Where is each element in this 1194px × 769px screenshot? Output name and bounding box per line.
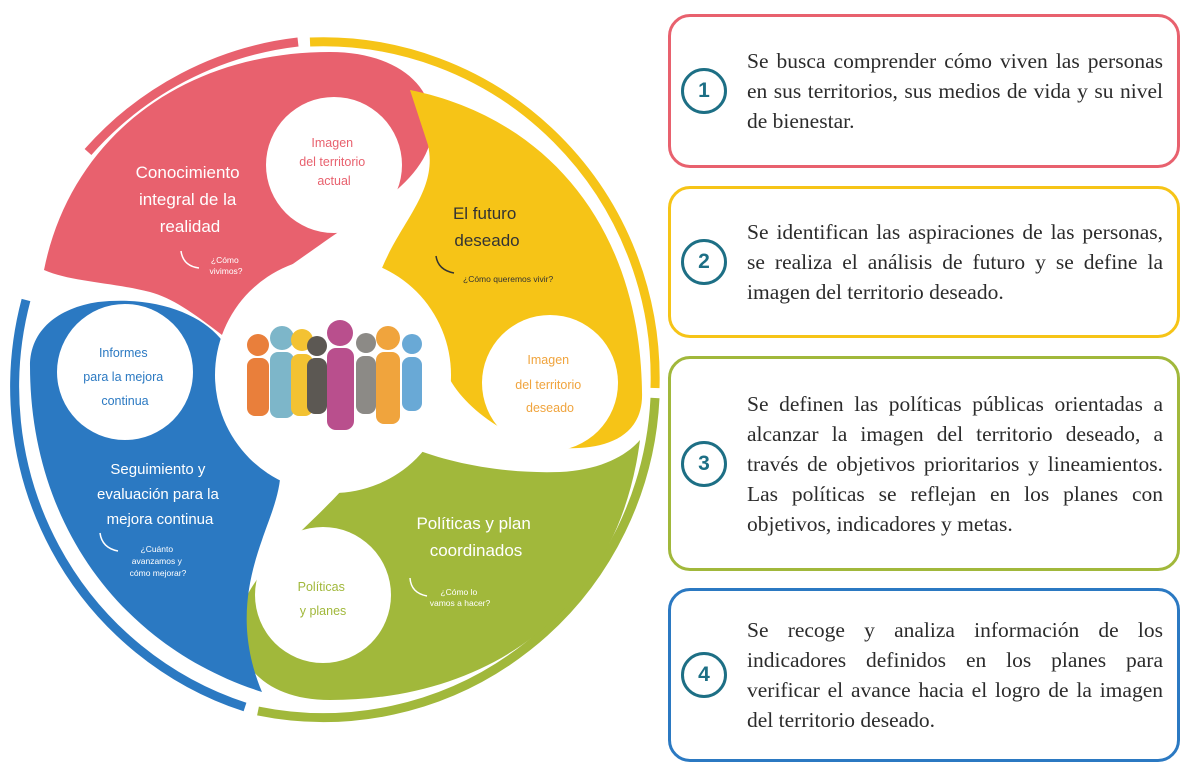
blue-circle-line: Informes (99, 346, 148, 360)
yellow-inner-circle (482, 315, 618, 451)
step-box-2: 2 Se identifican las aspiraciones de las… (668, 186, 1180, 338)
step-number-badge: 4 (681, 652, 727, 698)
green-question: ¿Cómo lo vamos a hacer? (430, 587, 491, 608)
yellow-question-line: ¿Cómo queremos vivir? (463, 274, 553, 284)
outer-ring-blue-arc (10, 298, 247, 712)
green-question-arrow (409, 577, 428, 597)
green-title-line: Políticas y plan (416, 514, 530, 533)
blue-inner-circle (57, 304, 193, 440)
step-box-4: 4 Se recoge y analiza información de los… (668, 588, 1180, 762)
yellow-circle-label: Imagen del territorio deseado (515, 353, 584, 415)
red-title-line: Conocimiento (136, 163, 240, 182)
yellow-section-title: El futuro deseado (453, 204, 521, 250)
red-question: ¿Cómo vivimos? (209, 255, 242, 276)
red-circle-line: actual (317, 174, 350, 188)
outer-ring-yellow-arc (309, 37, 660, 389)
blue-circle-label: Informes para la mejora continua (83, 346, 166, 408)
green-question-line: vamos a hacer? (430, 598, 491, 608)
blue-section-title: Seguimiento y evaluación para la mejora … (97, 461, 223, 528)
red-circle-line: Imagen (311, 136, 353, 150)
red-inner-circle (266, 97, 402, 233)
yellow-question: ¿Cómo queremos vivir? (463, 274, 553, 284)
blue-question-arrow (99, 532, 119, 552)
green-circle-label: Políticas y planes (298, 580, 349, 618)
blue-question-line: avanzamos y (132, 556, 183, 566)
step-description: Se identifican las aspiraciones de las p… (747, 220, 1163, 304)
red-question-line: vivimos? (209, 266, 242, 276)
blue-question-line: cómo mejorar? (130, 568, 187, 578)
blue-circle-line: para la mejora (83, 370, 163, 384)
green-question-line: ¿Cómo lo (440, 587, 477, 597)
red-section-title: Conocimiento integral de la realidad (136, 163, 245, 236)
outer-ring (10, 37, 660, 723)
step-box-3: 3 Se definen las políticas públicas orie… (668, 356, 1180, 571)
step-number-badge: 1 (681, 68, 727, 114)
green-circle-line: Políticas (298, 580, 345, 594)
yellow-title-line: deseado (454, 231, 519, 250)
people-group-illustration (247, 320, 422, 430)
red-title-line: integral de la (139, 190, 237, 209)
blue-circle-line: continua (101, 394, 148, 408)
red-question-line: ¿Cómo (211, 255, 239, 265)
step-box-1: 1 Se busca comprender cómo viven las per… (668, 14, 1180, 168)
blue-title-line: evaluación para la (97, 486, 219, 503)
blue-question: ¿Cuánto avanzamos y cómo mejorar? (130, 544, 187, 578)
yellow-title-line: El futuro (453, 204, 516, 223)
blue-title-line: mejora continua (107, 511, 214, 528)
step-description: Se busca comprender cómo viven las perso… (747, 49, 1163, 133)
step-description: Se definen las políticas públicas orient… (747, 391, 1163, 536)
step-number-badge: 3 (681, 440, 727, 487)
green-inner-circle (255, 527, 391, 663)
step-number-badge: 2 (681, 239, 727, 285)
outer-ring-green-arc (257, 397, 660, 723)
red-circle-label: Imagen del territorio actual (299, 136, 368, 188)
blue-question-line: ¿Cuánto (141, 544, 174, 554)
yellow-circle-line: deseado (526, 401, 574, 415)
green-section-title: Políticas y plan coordinados (416, 514, 535, 560)
planning-cycle-diagram: Conocimiento integral de la realidad Ima… (10, 37, 660, 723)
step-description: Se recoge y analiza información de los i… (747, 618, 1163, 732)
blue-title-line: Seguimiento y (110, 461, 206, 478)
yellow-circle-line: Imagen (527, 353, 569, 367)
red-question-arrow (180, 250, 200, 269)
green-title-line: coordinados (430, 541, 523, 560)
green-circle-line: y planes (300, 604, 347, 618)
yellow-circle-line: del territorio (515, 378, 581, 392)
yellow-question-arrow (435, 255, 455, 274)
outer-ring-red-arc (84, 37, 299, 155)
red-title-line: realidad (160, 217, 221, 236)
red-circle-line: del territorio (299, 155, 365, 169)
